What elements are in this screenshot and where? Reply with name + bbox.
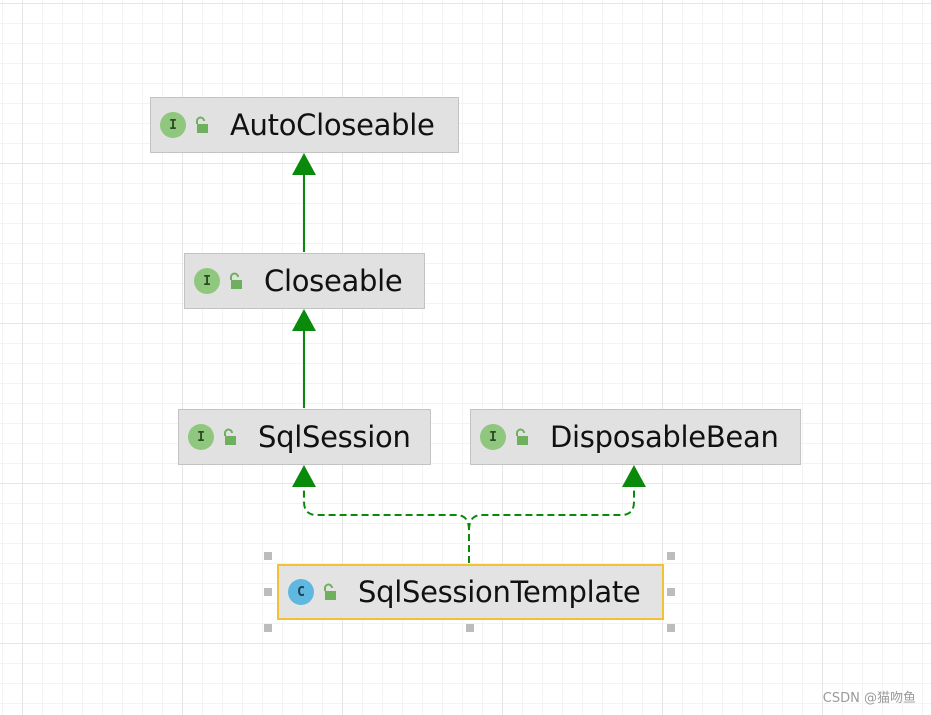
interface-icon: I <box>480 424 506 450</box>
resize-handle-bottom-left[interactable] <box>264 624 272 632</box>
interface-icon: I <box>188 424 214 450</box>
node-label: SqlSessionTemplate <box>358 575 641 609</box>
resize-handle-middle-left[interactable] <box>264 588 272 596</box>
class-icon: C <box>288 579 314 605</box>
node-disposablebean[interactable]: I DisposableBean <box>470 409 801 465</box>
resize-handle-middle-right[interactable] <box>667 588 675 596</box>
resize-handle-bottom-right[interactable] <box>667 624 675 632</box>
node-closeable[interactable]: I Closeable <box>184 253 425 309</box>
node-autocloseable[interactable]: I AutoCloseable <box>150 97 459 153</box>
resize-handle-bottom-center[interactable] <box>466 624 474 632</box>
interface-icon: I <box>194 268 220 294</box>
open-lock-icon <box>224 428 236 445</box>
open-lock-icon <box>516 428 528 445</box>
node-label: AutoCloseable <box>230 108 435 142</box>
open-lock-icon <box>196 116 208 133</box>
edge-sqlsessiontemplate-implements-sqlsession <box>303 484 470 563</box>
node-label: DisposableBean <box>550 420 779 454</box>
arrowhead-closeable <box>292 309 316 331</box>
watermark: CSDN @猫吻鱼 <box>822 691 916 706</box>
open-lock-icon <box>324 583 336 600</box>
interface-icon: I <box>160 112 186 138</box>
arrowhead-disposablebean <box>622 465 646 487</box>
node-label: SqlSession <box>258 420 411 454</box>
resize-handle-top-left[interactable] <box>264 552 272 560</box>
node-label: Closeable <box>264 264 403 298</box>
node-sqlsession[interactable]: I SqlSession <box>178 409 431 465</box>
arrowhead-autocloseable <box>292 153 316 175</box>
arrowhead-sqlsession <box>292 465 316 487</box>
resize-handle-top-right[interactable] <box>667 552 675 560</box>
open-lock-icon <box>230 272 242 289</box>
node-sqlsessiontemplate[interactable]: C SqlSessionTemplate <box>277 564 664 620</box>
edge-sqlsessiontemplate-implements-disposablebean <box>468 484 635 531</box>
